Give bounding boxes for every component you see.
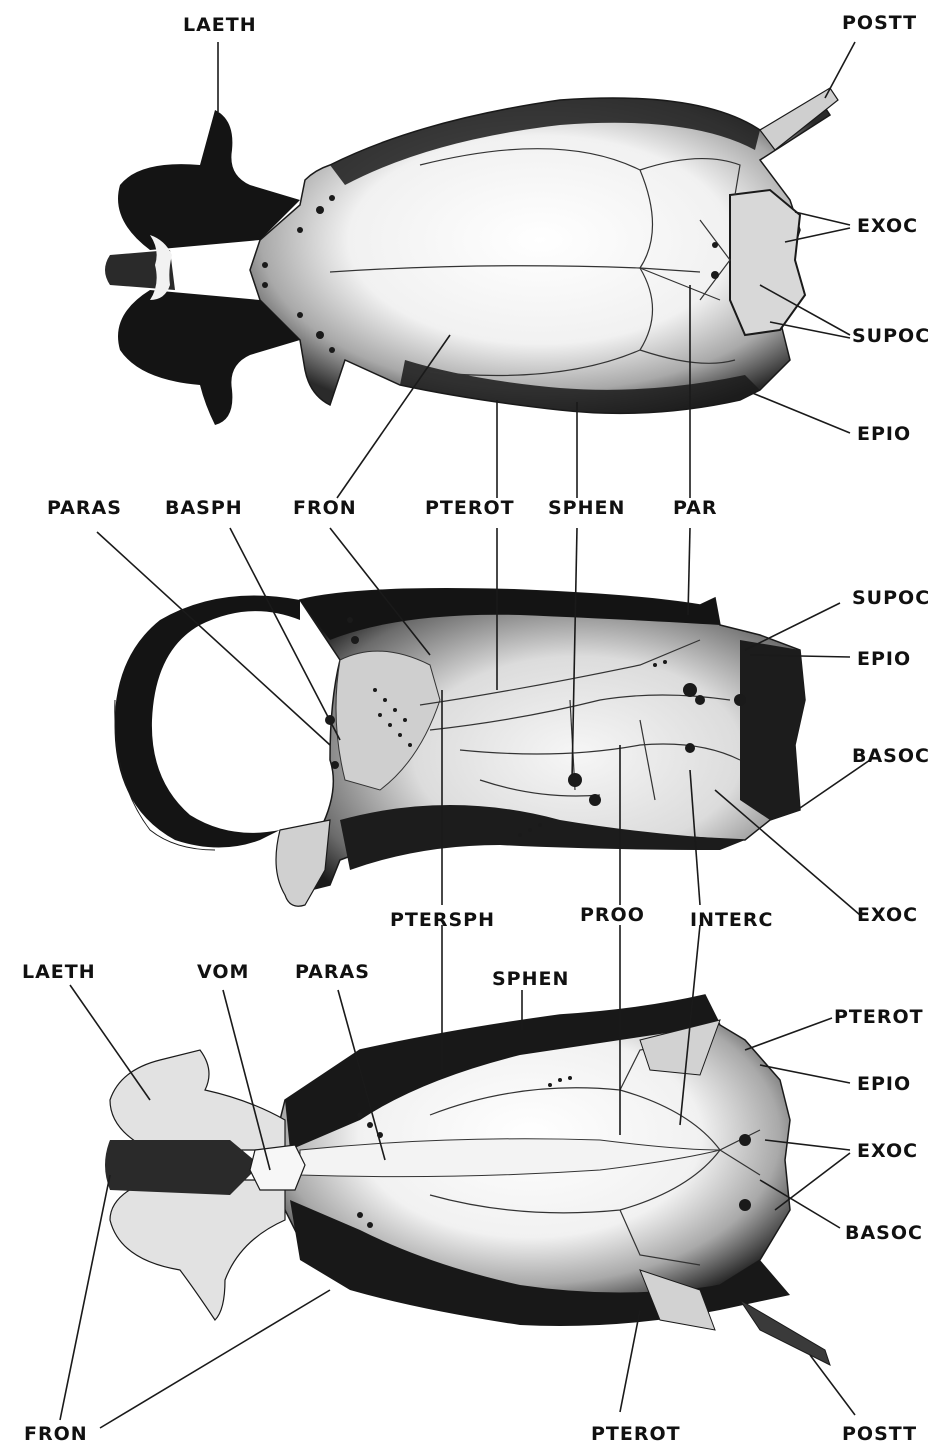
ventral-vom xyxy=(250,1145,305,1190)
label-dorsal-postt: POSTT xyxy=(842,14,917,33)
label-ventral-paras: PARAS xyxy=(295,963,370,982)
label-lateral-exoc: EXOC xyxy=(857,906,918,925)
label-dorsal-exoc: EXOC xyxy=(857,217,918,236)
label-ventral-sphen: SPHEN xyxy=(492,970,569,989)
label-dorsal-fron: FRON xyxy=(293,499,357,518)
label-lateral-proo: PROO xyxy=(580,906,645,925)
label-lateral-supoc: SUPOC xyxy=(852,589,928,608)
ventral-view xyxy=(105,995,830,1365)
lateral-posterior xyxy=(740,640,805,820)
label-dorsal-par: PAR xyxy=(673,499,718,518)
label-ventral-pterot-bottom: PTEROT xyxy=(591,1425,681,1444)
lateral-vom xyxy=(276,820,330,906)
label-lateral-interc: INTERC xyxy=(690,911,773,930)
label-ventral-basoc: BASOC xyxy=(845,1224,923,1243)
label-ventral-epio: EPIO xyxy=(857,1075,911,1094)
label-lateral-ptersph: PTERSPH xyxy=(390,911,495,930)
dorsal-view xyxy=(105,88,838,425)
ventral-postt xyxy=(740,1300,830,1365)
label-lateral-vom: VOM xyxy=(197,963,249,982)
dorsal-occipital xyxy=(730,190,805,335)
label-lateral-paras: PARAS xyxy=(47,499,122,518)
label-dorsal-pterot: PTEROT xyxy=(425,499,515,518)
label-ventral-postt: POSTT xyxy=(842,1425,917,1444)
lateral-view xyxy=(115,589,805,907)
label-lateral-epio: EPIO xyxy=(857,650,911,669)
ventral-laeth-lower xyxy=(110,1180,285,1320)
label-dorsal-laeth: LAETH xyxy=(183,16,257,35)
ventral-laeth-upper xyxy=(110,1050,285,1150)
label-lateral-laeth: LAETH xyxy=(22,963,96,982)
label-dorsal-supoc: SUPOC xyxy=(852,327,928,346)
label-ventral-fron: FRON xyxy=(24,1425,88,1444)
label-lateral-basoc: BASOC xyxy=(852,747,928,766)
label-ventral-pterot: PTEROT xyxy=(834,1008,924,1027)
label-dorsal-epio: EPIO xyxy=(857,425,911,444)
label-ventral-exoc: EXOC xyxy=(857,1142,918,1161)
label-lateral-basph: BASPH xyxy=(165,499,243,518)
dorsal-postt xyxy=(760,88,838,150)
label-dorsal-sphen: SPHEN xyxy=(548,499,625,518)
